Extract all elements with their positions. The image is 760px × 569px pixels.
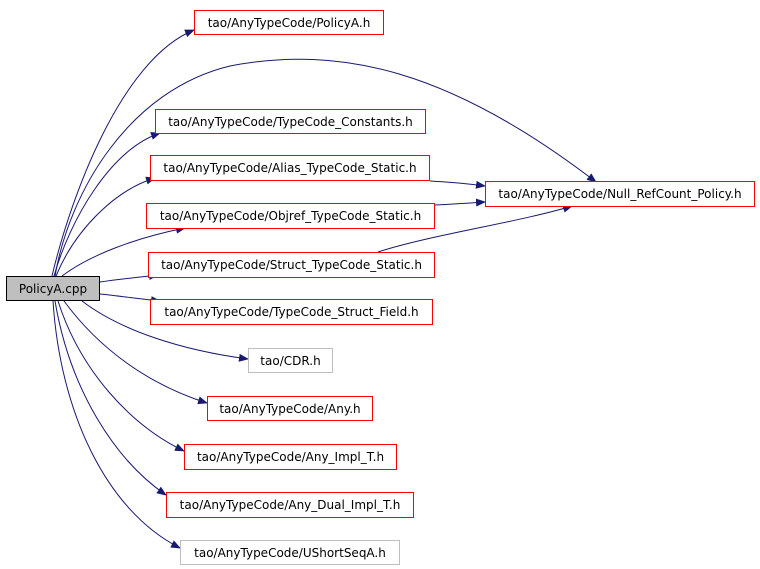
- node-any-impl-t-h[interactable]: tao/AnyTypeCode/Any_Impl_T.h: [184, 444, 397, 470]
- node-label: tao/AnyTypeCode/UShortSeqA.h: [194, 545, 386, 560]
- edge-root-to-null_ref: [54, 58, 597, 277]
- edge-objref_tc-to-null_ref: [434, 198, 486, 207]
- node-policya-cpp: PolicyA.cpp: [6, 276, 100, 301]
- node-label: tao/AnyTypeCode/Any.h: [219, 401, 361, 416]
- edge-root-to-objref_tc: [61, 225, 186, 277]
- node-typecode-constants-h[interactable]: tao/AnyTypeCode/TypeCode_Constants.h: [155, 109, 426, 134]
- edge-struct_tc-to-null_ref: [377, 204, 573, 253]
- node-policya-h[interactable]: tao/AnyTypeCode/PolicyA.h: [194, 10, 384, 35]
- edge-root-to-tc_const: [53, 132, 161, 277]
- node-label: tao/AnyTypeCode/Alias_TypeCode_Static.h: [163, 161, 417, 175]
- node-null-refcount-policy-h[interactable]: tao/AnyTypeCode/Null_RefCount_Policy.h: [485, 181, 755, 207]
- node-objref-typecode-static-h[interactable]: tao/AnyTypeCode/Objref_TypeCode_Static.h: [146, 203, 435, 229]
- edge-root-to-any_dual: [54, 300, 167, 496]
- node-typecode-struct-field-h[interactable]: tao/AnyTypeCode/TypeCode_Struct_Field.h: [150, 299, 433, 325]
- node-any-dual-impl-t-h[interactable]: tao/AnyTypeCode/Any_Dual_Impl_T.h: [166, 492, 414, 518]
- node-label: tao/CDR.h: [260, 353, 321, 368]
- node-label: tao/AnyTypeCode/Any_Dual_Impl_T.h: [179, 498, 401, 512]
- edge-root-to-any: [63, 300, 208, 405]
- node-label: PolicyA.cpp: [18, 281, 88, 296]
- edge-root-to-any_impl: [57, 300, 185, 452]
- node-label: tao/AnyTypeCode/Objref_TypeCode_Static.h: [159, 209, 422, 223]
- node-cdr-h: tao/CDR.h: [248, 348, 333, 373]
- node-label: tao/AnyTypeCode/PolicyA.h: [207, 15, 371, 30]
- node-label: tao/AnyTypeCode/TypeCode_Constants.h: [168, 114, 413, 129]
- node-ushortseqa-h: tao/AnyTypeCode/UShortSeqA.h: [180, 540, 400, 565]
- edge-alias_tc-to-null_ref: [429, 180, 486, 189]
- node-label: tao/AnyTypeCode/Any_Impl_T.h: [196, 450, 385, 464]
- edge-root-to-ushort: [52, 300, 181, 549]
- node-alias-typecode-static-h[interactable]: tao/AnyTypeCode/Alias_TypeCode_Static.h: [150, 155, 430, 181]
- node-struct-typecode-static-h[interactable]: tao/AnyTypeCode/Struct_TypeCode_Static.h: [148, 252, 435, 278]
- node-label: tao/AnyTypeCode/TypeCode_Struct_Field.h: [164, 305, 419, 319]
- edge-root-to-cdr: [81, 300, 249, 362]
- edge-root-to-policya_h: [51, 29, 195, 277]
- node-any-h[interactable]: tao/AnyTypeCode/Any.h: [207, 396, 373, 421]
- node-label: tao/AnyTypeCode/Struct_TypeCode_Static.h: [161, 258, 422, 272]
- edge-root-to-alias_tc: [55, 176, 156, 277]
- node-label: tao/AnyTypeCode/Null_RefCount_Policy.h: [498, 187, 742, 201]
